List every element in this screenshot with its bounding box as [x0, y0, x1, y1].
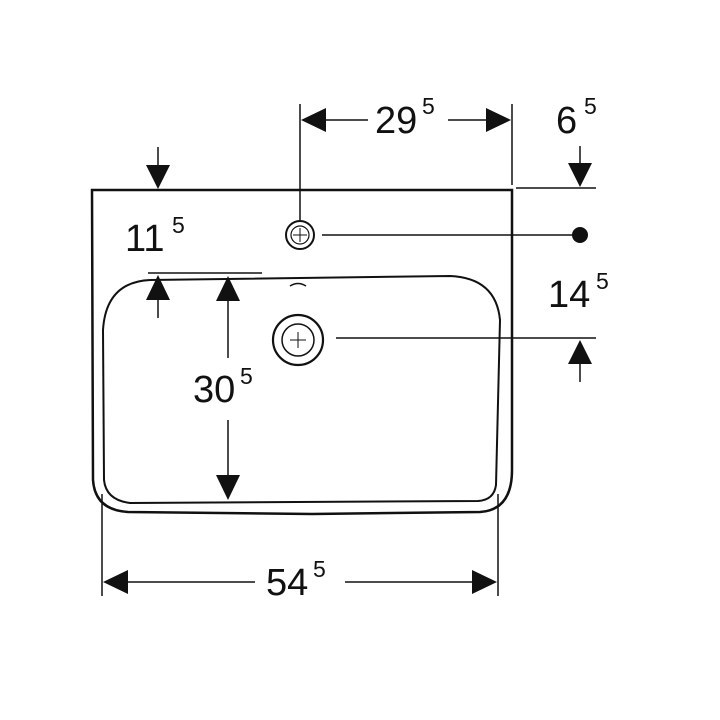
bowl-depth-dimension — [216, 276, 240, 500]
right-depth-value: 14 — [548, 274, 590, 316]
top-width-value: 29 — [375, 100, 417, 142]
tap-hole-icon — [285, 220, 315, 250]
total-width-dimension — [101, 494, 499, 596]
left-depth-value: 11 — [125, 218, 164, 260]
right-depth-dimension — [322, 227, 596, 382]
bowl-depth-value: 30 — [193, 369, 235, 411]
top-width-dimension — [299, 104, 513, 220]
total-width-value: 54 — [266, 562, 308, 604]
total-width-superscript: 5 — [313, 556, 326, 582]
left-depth-dimension — [146, 272, 262, 318]
drain-icon — [271, 313, 325, 367]
left-depth-superscript: 5 — [172, 212, 185, 238]
left-top-dimension — [146, 147, 170, 189]
bowl-outline — [101, 274, 502, 505]
top-width-superscript: 5 — [422, 93, 435, 119]
right-offset-superscript: 5 — [584, 93, 597, 119]
right-depth-superscript: 5 — [596, 268, 609, 294]
right-offset-dimension — [516, 146, 596, 189]
right-offset-value: 6 — [556, 100, 577, 142]
bowl-depth-superscript: 5 — [240, 363, 253, 389]
basin-outline — [90, 188, 514, 516]
overflow-slot — [289, 282, 307, 287]
